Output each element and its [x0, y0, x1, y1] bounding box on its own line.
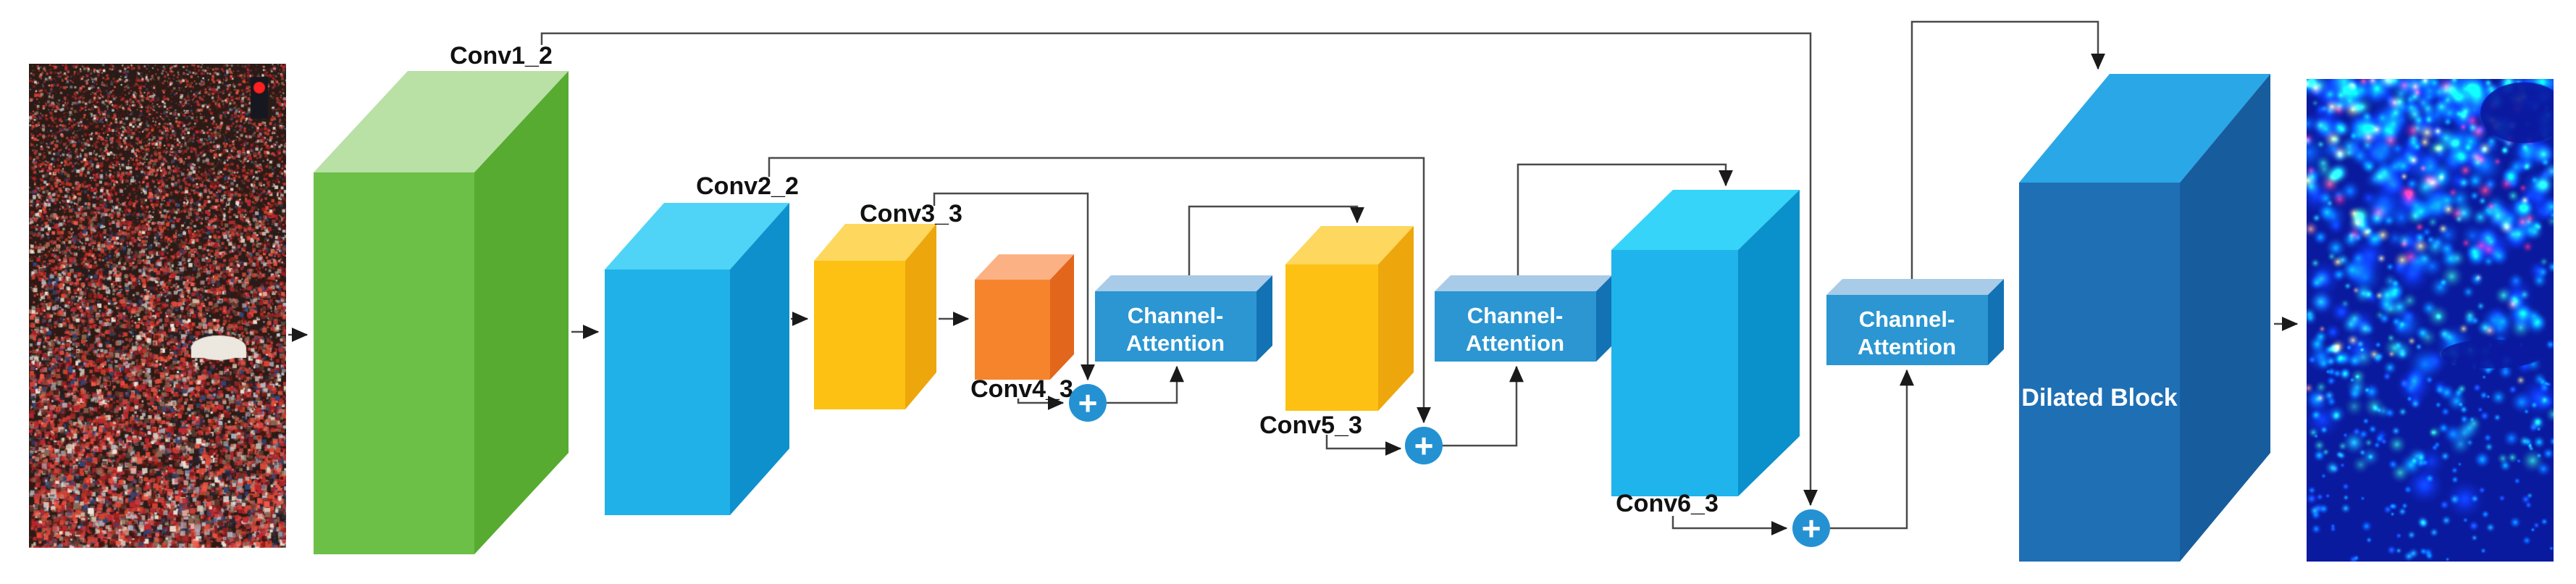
conv6_3-top-face — [1611, 190, 1800, 250]
add-node-1-plus: + — [1078, 384, 1098, 422]
conv5_3-block: Conv5_3 — [1259, 226, 1414, 439]
add-node-2: + — [1405, 427, 1443, 464]
conv2_2-top-face — [605, 203, 789, 270]
conv3_3-block: Conv3_3 — [814, 200, 962, 409]
channel-attention-3-top-face — [1826, 279, 2004, 295]
conv3_3-front-face — [814, 261, 905, 409]
add-node-2-circle — [1405, 427, 1443, 464]
add1-to-attention1 — [1107, 365, 1184, 404]
add-node-3: + — [1792, 509, 1830, 547]
dilated-block-label: Dilated Block — [2021, 384, 2177, 412]
conv6_3-side-face — [1738, 190, 1800, 496]
skip-conv1-to-add3 — [540, 32, 1818, 506]
channel-attention-2-side-face — [1596, 275, 1612, 362]
conv1_2-label: Conv1_2 — [450, 42, 553, 70]
channel-attention-3-front-face — [1826, 295, 1988, 365]
input-crowd-photo — [29, 64, 286, 548]
conv2_2-front-face — [605, 270, 730, 515]
channel-attention-3-label-line2: Attention — [1858, 334, 1956, 359]
conv5-out-to-add2 — [1325, 435, 1402, 456]
channel-attention-1-label-line2: Attention — [1126, 330, 1225, 356]
conv5_3-top-face — [1285, 226, 1414, 264]
channel-attention-2-front-face — [1435, 291, 1596, 362]
channel-attention-1-block: Channel- Attention — [1095, 275, 1272, 362]
conv6_3-front-face — [1611, 250, 1738, 496]
conv1_2-top-face — [314, 71, 569, 172]
conv6-out-to-add3 — [1671, 516, 1788, 535]
conv4_3-label: Conv4_3 — [970, 375, 1073, 403]
attention2-to-conv6 — [1516, 163, 1733, 291]
attention1-to-conv5 — [1188, 205, 1364, 291]
add-node-1: + — [1069, 384, 1107, 422]
wires — [288, 20, 2299, 535]
add-node-3-circle — [1792, 509, 1830, 547]
dilated-block: Dilated Block — [2019, 74, 2270, 562]
conv4-out-to-add1 — [1017, 396, 1065, 410]
conv4_3-block: Conv4_3 — [970, 254, 1074, 403]
conv3_3-side-face — [905, 224, 936, 409]
channel-attention-2-block: Channel- Attention — [1435, 275, 1612, 362]
conv6_3-label: Conv6_3 — [1616, 490, 1719, 517]
skip-conv2-to-add2 — [768, 157, 1431, 424]
conv2_2-side-face — [730, 203, 789, 515]
conv5_3-side-face — [1378, 226, 1414, 411]
conv2_2-label: Conv2_2 — [696, 172, 799, 200]
dilated-block-top-face — [2019, 74, 2270, 183]
add-node-2-plus: + — [1414, 427, 1434, 464]
conv3_3-label: Conv3_3 — [860, 200, 962, 228]
channel-attention-3-label-line1: Channel- — [1859, 306, 1955, 332]
channel-attention-1-label-line1: Channel- — [1128, 303, 1224, 328]
conv1_2-front-face — [314, 172, 474, 554]
output-density-map — [2307, 79, 2554, 562]
channel-attention-3-side-face — [1988, 279, 2004, 365]
skip-conv3-to-add1 — [933, 192, 1095, 381]
channel-attention-2-top-face — [1435, 275, 1612, 291]
channel-attention-2-label-line1: Channel- — [1467, 303, 1564, 328]
conv4_3-top-face — [975, 254, 1074, 280]
channel-attention-3-block: Channel- Attention — [1826, 279, 2004, 365]
conv5_3-front-face — [1285, 264, 1378, 411]
conv2_2-block: Conv2_2 — [605, 172, 799, 515]
channel-attention-2-label-line2: Attention — [1466, 330, 1564, 356]
conv3_3-top-face — [814, 224, 936, 261]
conv4_3-side-face — [1050, 254, 1074, 380]
channel-attention-1-top-face — [1095, 275, 1272, 291]
conv5_3-label: Conv5_3 — [1259, 412, 1362, 439]
attention3-to-dilated — [1910, 20, 2105, 295]
channel-attention-1-front-face — [1095, 291, 1256, 362]
conv4_3-front-face — [975, 280, 1050, 380]
add3-to-attention3 — [1830, 369, 1914, 530]
add2-to-attention2 — [1443, 365, 1524, 447]
dilated-block-side-face — [2180, 74, 2270, 562]
conv1_2-side-face — [474, 71, 569, 554]
conv1_2-block: Conv1_2 — [314, 42, 569, 554]
conv6_3-block: Conv6_3 — [1611, 190, 1800, 517]
channel-attention-1-side-face — [1256, 275, 1272, 362]
dilated-block-front-face — [2019, 183, 2180, 562]
add-node-3-plus: + — [1802, 509, 1821, 547]
add-node-1-circle — [1069, 384, 1107, 422]
